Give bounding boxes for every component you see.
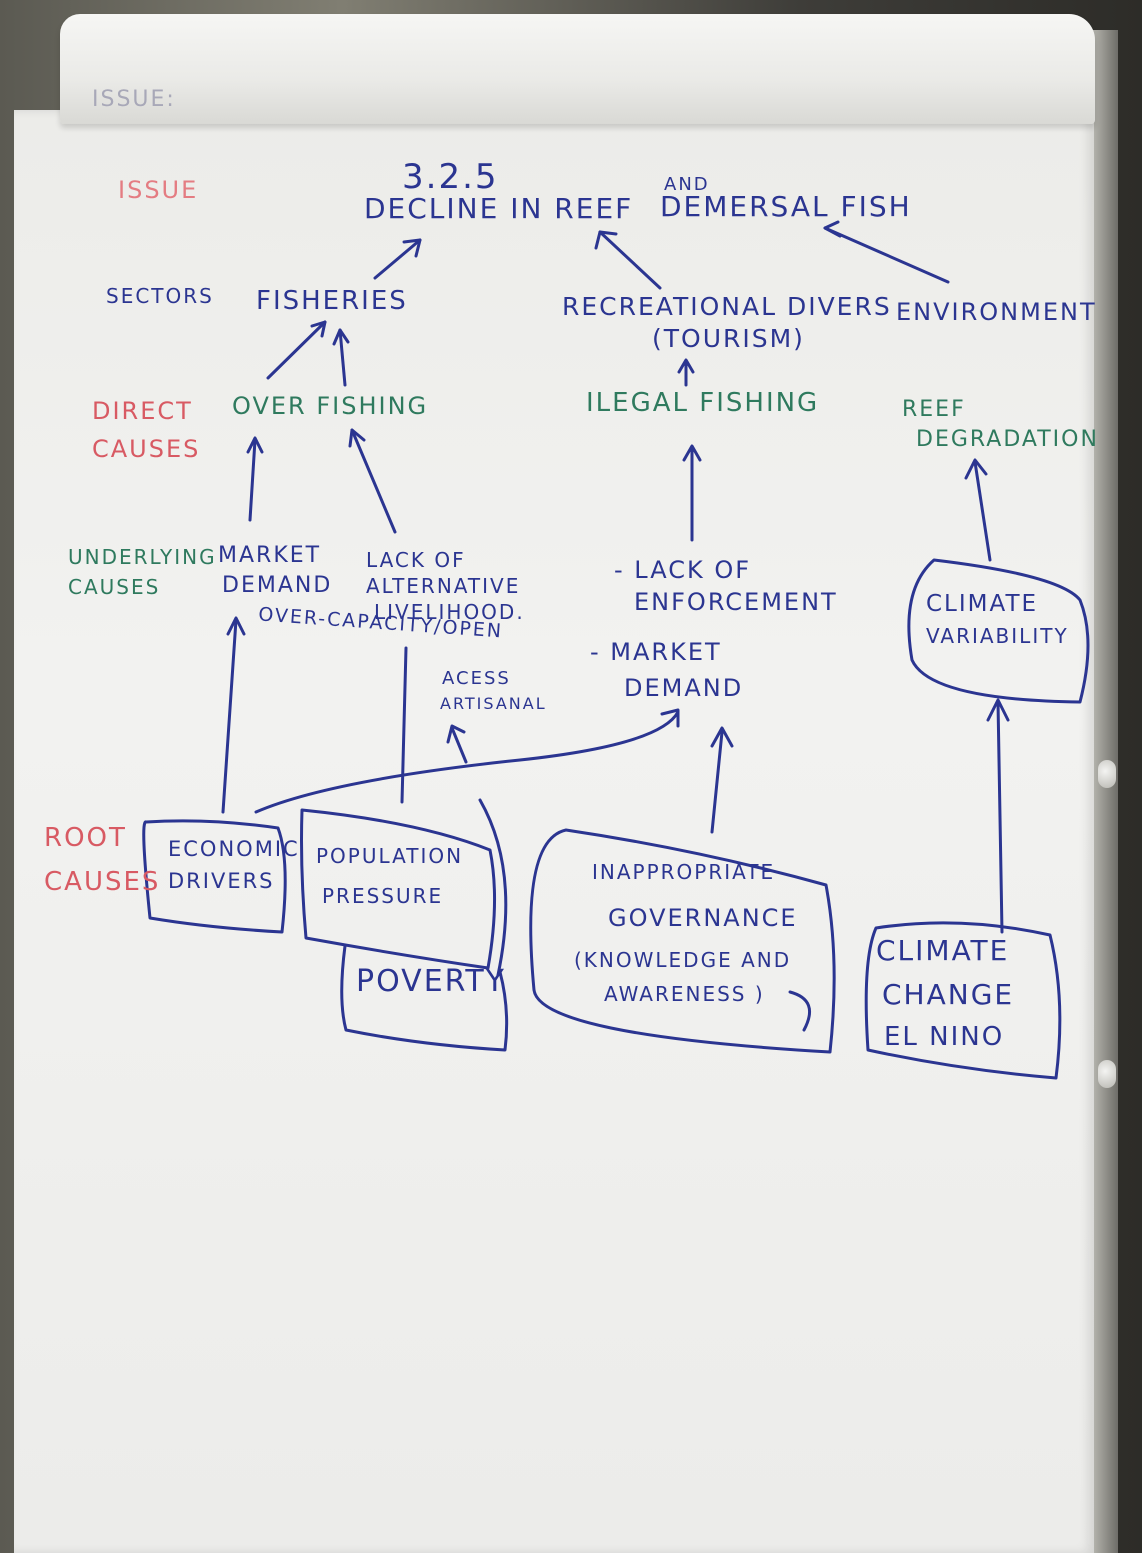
flipchart-header-label: ISSUE: [92, 87, 176, 112]
root-governance-line3: (KNOWLEDGE AND [574, 948, 792, 972]
sector-tourism: (TOURISM) [652, 324, 805, 353]
root-population-line1: POPULATION [316, 844, 464, 868]
root-climate-change-line1: CLIMATE [876, 934, 1010, 967]
underlying-market-demand-b-line2: DEMAND [624, 674, 744, 702]
root-poverty: POVERTY [356, 964, 506, 999]
issue-title-part2: DEMERSAL FISH [660, 190, 912, 223]
root-economic-line1: ECONOMIC [168, 837, 300, 861]
underlying-climate-variability-line1: CLIMATE [926, 591, 1039, 617]
root-governance-line2: GOVERNANCE [608, 904, 798, 932]
underlying-lack-alt-line3: LIVELIHOOD. [374, 600, 525, 624]
underlying-market-demand-line2: DEMAND [222, 573, 333, 598]
root-climate-change-line3: EL NINO [884, 1022, 1005, 1052]
easel-clip-1 [1098, 760, 1116, 788]
underlying-market-demand-b-line1: - MARKET [590, 638, 722, 666]
flipchart-paper [14, 110, 1094, 1553]
underlying-lack-enforcement-line1: - LACK OF [614, 556, 752, 584]
root-governance-line1: INAPPROPRIATE [592, 860, 776, 884]
sector-environment: ENVIRONMENT [896, 298, 1097, 326]
row-label-issue: ISSUE [118, 176, 199, 204]
row-label-root-causes: ROOT CAUSES [44, 823, 161, 897]
sector-fisheries: FISHERIES [256, 286, 408, 316]
row-label-direct-causes: DIRECT CAUSES [92, 397, 201, 463]
underlying-market-demand-line1: MARKET [218, 543, 322, 568]
underlying-lack-alt-line2: ALTERNATIVE [366, 574, 521, 598]
root-population-line2: PRESSURE [322, 884, 444, 908]
easel-edge [1090, 30, 1118, 1553]
row-label-sectors: SECTORS [106, 284, 214, 308]
root-climate-change-line2: CHANGE [882, 978, 1015, 1011]
underlying-lack-alt-line1: LACK OF [366, 548, 466, 572]
easel-clip-2 [1098, 1060, 1116, 1088]
underlying-overcapacity-line3: ARTISANAL [440, 694, 547, 713]
direct-illegal-fishing: ILEGAL FISHING [586, 388, 820, 418]
underlying-climate-variability-line2: VARIABILITY [926, 624, 1069, 648]
issue-number: 3.2.5 [402, 157, 499, 197]
root-governance-line4: AWARENESS ) [604, 982, 765, 1006]
issue-title-insert: AND [664, 174, 710, 195]
underlying-overcapacity-line2: ACESS [442, 668, 511, 689]
direct-reef-line2: DEGRADATION [916, 427, 1099, 452]
issue-title-part1: DECLINE IN REEF [364, 192, 634, 225]
row-label-underlying-causes: UNDERLYING CAUSES [68, 545, 217, 599]
root-economic-line2: DRIVERS [168, 869, 275, 893]
direct-reef-line1: REEF [902, 397, 966, 422]
direct-overfishing: OVER FISHING [232, 392, 429, 420]
underlying-lack-enforcement-line2: ENFORCEMENT [634, 588, 838, 616]
sector-recreational-divers: RECREATIONAL DIVERS [562, 292, 892, 321]
paper-roll [60, 14, 1095, 124]
